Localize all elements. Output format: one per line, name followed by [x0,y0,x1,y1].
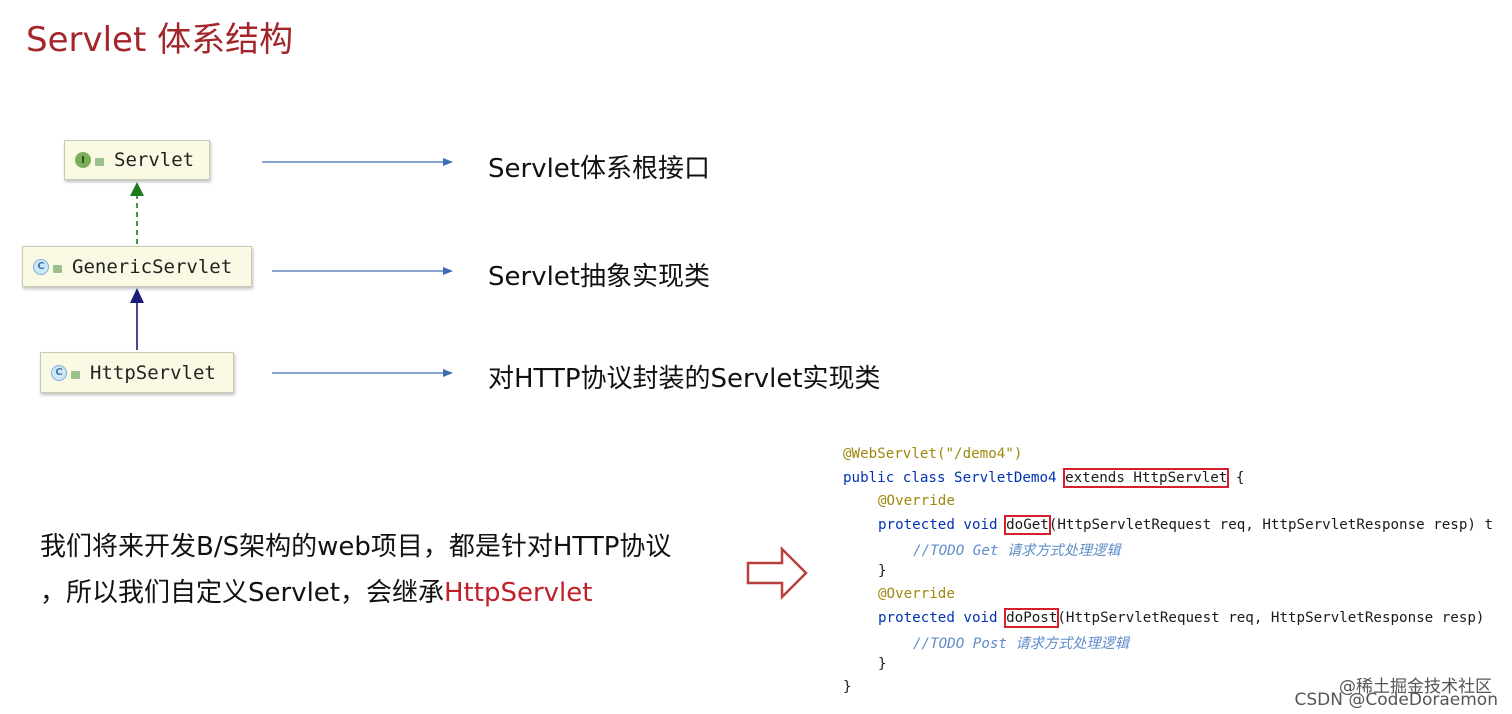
node-label: Servlet [114,149,195,171]
page-title: Servlet 体系结构 [26,20,294,60]
code-brace: } [878,656,887,672]
node-label: HttpServlet [90,361,216,384]
class-icon: C [51,364,67,381]
code-text: protected void [878,610,1007,626]
code-method-doget: protected void doGet(HttpServletRequest … [878,515,1493,535]
code-text: public class ServletDemo4 [843,470,1066,486]
code-override: @Override [878,493,955,509]
lock-icon [53,264,62,273]
http-servlet-node: C HttpServlet [40,352,234,393]
code-annotation: @WebServlet("/demo4") [843,446,1023,462]
highlight-text: HttpServlet [444,578,593,608]
dopost-highlight-box: doPost [1004,608,1060,628]
code-text: { [1227,470,1245,486]
code-comment: //TODO Post 请求方式处理逻辑 [913,636,1129,652]
servlet-description: Servlet体系根接口 [488,154,710,184]
node-label: GenericServlet [72,255,233,278]
watermark-line-1: @稀土掘金技术社区 [1339,677,1492,697]
code-brace: } [878,563,887,579]
extends-highlight-box: extends HttpServlet [1063,468,1230,488]
paragraph-line-1: 我们将来开发B/S架构的web项目，都是针对HTTP协议 [40,532,672,562]
code-text: protected void [878,517,1007,533]
generic-servlet-node: C GenericServlet [22,246,252,287]
implements-arrowhead [130,182,144,196]
paragraph-text: ，所以我们自定义Servlet，会继承 [40,578,444,608]
http-servlet-description: 对HTTP协议封装的Servlet实现类 [488,364,881,394]
code-snippet: @WebServlet("/demo4") public class Servl… [843,442,1493,702]
code-comment: //TODO Get 请求方式处理逻辑 [913,543,1121,559]
doget-highlight-box: doGet [1004,515,1051,535]
servlet-node: I Servlet [64,140,210,180]
big-right-arrow [746,545,808,601]
code-brace: } [843,679,852,695]
watermark-line-2: CSDN @CodeDoraemon [1294,690,1499,710]
code-override: @Override [878,586,955,602]
class-icon: C [33,258,49,275]
generic-servlet-description: Servlet抽象实现类 [488,262,710,292]
lock-icon [71,370,80,379]
paragraph-line-2: ，所以我们自定义Servlet，会继承HttpServlet [40,572,592,609]
lock-icon [95,158,104,166]
code-method-dopost: protected void doPost(HttpServletRequest… [878,608,1485,628]
interface-icon: I [75,152,91,168]
code-class-declaration: public class ServletDemo4 extends HttpSe… [843,468,1245,488]
code-text: (HttpServletRequest req, HttpServletResp… [1048,517,1493,533]
code-text: (HttpServletRequest req, HttpServletResp… [1057,610,1485,626]
extends-arrowhead [130,288,144,303]
